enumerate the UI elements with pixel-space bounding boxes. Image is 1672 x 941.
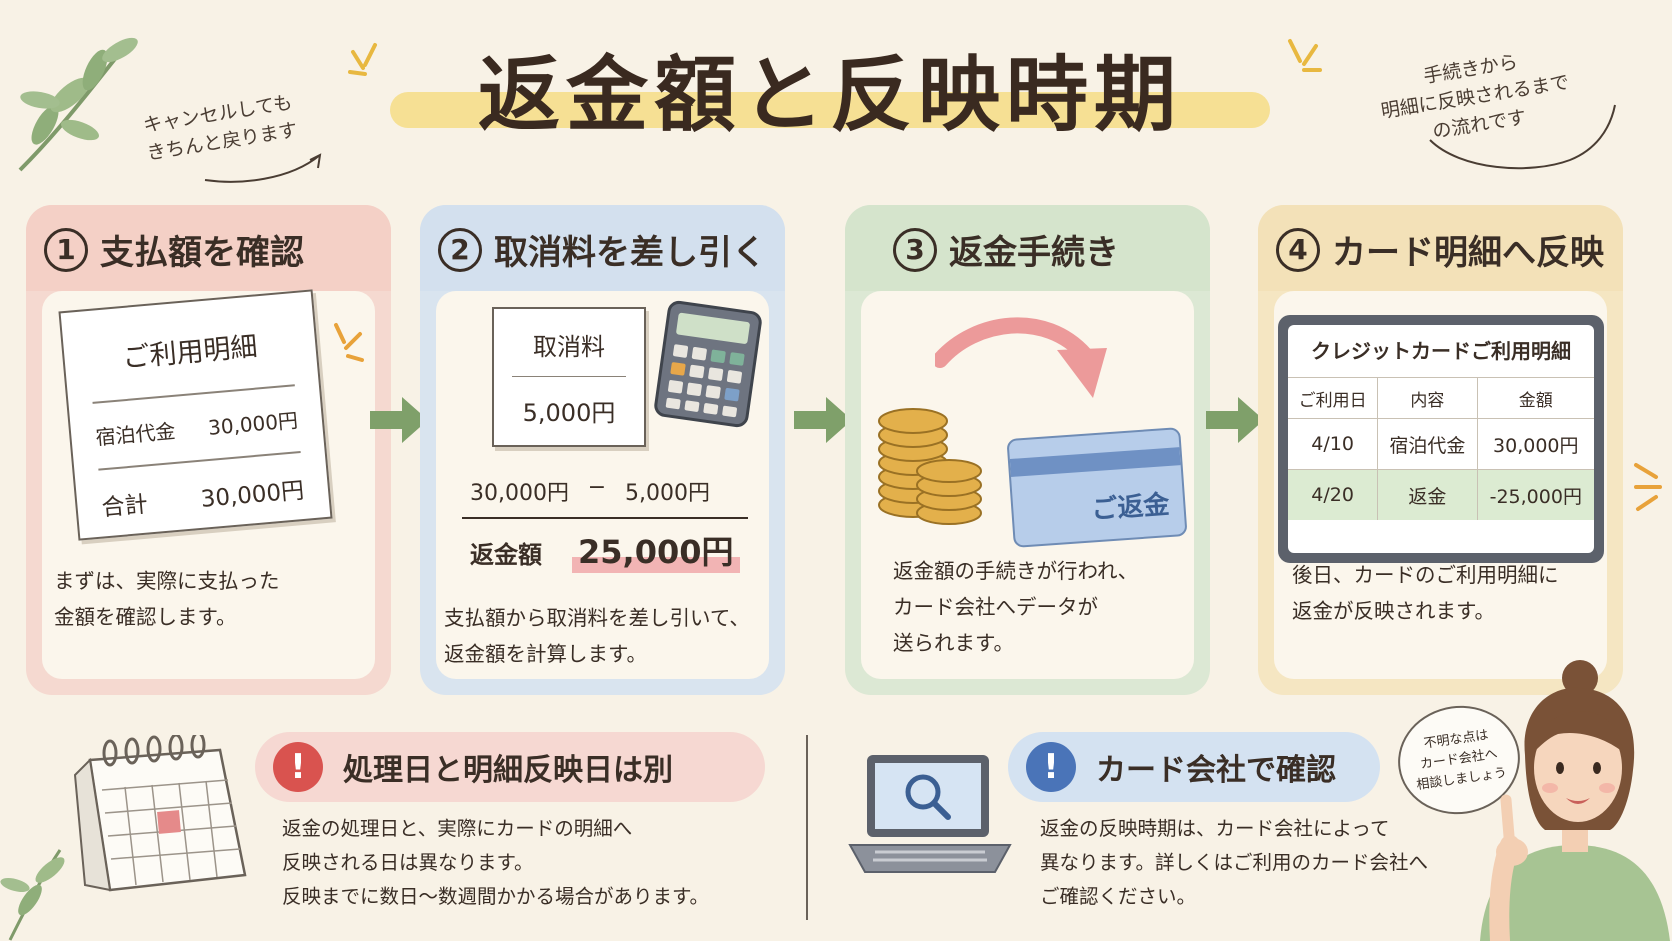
step-number-2: 2 bbox=[438, 227, 482, 272]
fee-value: 5,000円 bbox=[522, 399, 616, 427]
alert-card-company: ! カード会社で確認 bbox=[1008, 732, 1380, 802]
step-panel-1: 1 支払額を確認 ご利用明細 宿泊代金 30,000円 合計 30,000円 ま… bbox=[26, 205, 391, 695]
statement-total-row: 合計 30,000円 bbox=[100, 477, 306, 522]
divider bbox=[806, 735, 808, 920]
fee-label: 取消料 bbox=[533, 333, 605, 361]
step-panel-4: 4 カード明細へ反映 クレジットカードご利用明細 ご利用日 内容 金額 4/10… bbox=[1258, 205, 1623, 695]
card-statement-table: ご利用日 内容 金額 4/10 宿泊代金 30,000円 4/20 返金 -25… bbox=[1288, 377, 1594, 520]
curved-line-icon bbox=[1429, 104, 1616, 170]
curved-line-icon bbox=[204, 153, 322, 183]
leaf-branch-icon bbox=[18, 37, 138, 172]
leaf-branch-icon bbox=[0, 849, 65, 941]
card-statement-title: クレジットカードご利用明細 bbox=[1311, 339, 1571, 363]
info-icon: ! bbox=[1026, 742, 1076, 792]
statement-sheet: ご利用明細 宿泊代金 30,000円 合計 30,000円 bbox=[58, 289, 333, 541]
step-number-3: 3 bbox=[893, 227, 937, 272]
step-title-1: 1 支払額を確認 bbox=[44, 225, 304, 274]
step-panel-2: 2 取消料を差し引く 取消料 5,000円 30,000円 − 5,000円 返… bbox=[420, 205, 785, 695]
statement-row: 宿泊代金 30,000円 bbox=[94, 408, 299, 450]
arrow-right-icon bbox=[1206, 397, 1264, 443]
alert-icon: ! bbox=[273, 742, 323, 792]
coin-stack-icon bbox=[878, 408, 982, 525]
step-desc-3: 返金額の手続きが行われ、 カード会社へデータが 送られます。 bbox=[893, 559, 1139, 655]
step-title-2: 2 取消料を差し引く bbox=[438, 225, 766, 274]
table-row-refund: 4/20 返金 -25,000円 bbox=[1288, 469, 1594, 520]
alert-processing-date: ! 処理日と明細反映日は別 bbox=[255, 732, 765, 802]
step-title-4: 4 カード明細へ反映 bbox=[1276, 225, 1604, 274]
fee-note: 取消料 5,000円 bbox=[492, 307, 646, 447]
step-panel-3: 3 返金手続き ご返金 返金額の手続きが行われ、 カード会社へデータが 送られま… bbox=[845, 205, 1210, 695]
sparkle-icon bbox=[348, 43, 377, 76]
alert-processing-desc: 返金の処理日と、実際にカードの明細へ 反映される日は異なります。 反映までに数日… bbox=[282, 817, 710, 908]
curved-arrow-icon bbox=[935, 317, 1107, 398]
refund-amount: 25,000円 bbox=[572, 527, 740, 573]
page-title: 返金額と反映時期 bbox=[477, 47, 1182, 143]
statement-screen: クレジットカードご利用明細 ご利用日 内容 金額 4/10 宿泊代金 30,00… bbox=[1278, 315, 1604, 563]
table-row: 4/10 宿泊代金 30,000円 bbox=[1288, 418, 1594, 470]
woman-avatar bbox=[1480, 660, 1670, 941]
title-highlight bbox=[390, 92, 1270, 128]
arrow-right-icon bbox=[370, 397, 428, 443]
step-desc-2: 支払額から取消料を差し引いて、 返金額を計算します。 bbox=[444, 606, 750, 666]
calendar-icon bbox=[73, 735, 247, 892]
step-desc-4: 後日、カードのご利用明細に 返金が反映されます。 bbox=[1292, 563, 1559, 623]
table-header: ご利用日 内容 金額 bbox=[1288, 377, 1594, 419]
refund-card: ご返金 bbox=[1006, 427, 1188, 548]
sparkle-icon bbox=[1288, 39, 1322, 72]
sparkle-icon bbox=[1634, 463, 1662, 511]
arrow-right-icon bbox=[794, 397, 852, 443]
step-number-1: 1 bbox=[44, 227, 88, 272]
calculator-icon bbox=[654, 300, 762, 428]
card-label: ご返金 bbox=[1090, 490, 1171, 526]
title-area: 返金額と反映時期 bbox=[380, 18, 1280, 143]
refund-result: 返金額 25,000円 bbox=[470, 527, 740, 573]
statement-title: ご利用明細 bbox=[121, 331, 259, 375]
step-title-3: 3 返金手続き bbox=[893, 225, 1119, 274]
formula-divider bbox=[462, 517, 748, 519]
step-desc-1: まずは、実際に支払った 金額を確認します。 bbox=[54, 569, 280, 629]
formula: 30,000円 − 5,000円 bbox=[470, 475, 710, 506]
alert-card-desc: 返金の反映時期は、カード会社によって 異なります。詳しくはご利用のカード会社へ … bbox=[1040, 817, 1429, 908]
laptop-icon bbox=[848, 755, 1012, 873]
sparkle-icon bbox=[334, 323, 364, 362]
step-number-4: 4 bbox=[1276, 227, 1320, 272]
